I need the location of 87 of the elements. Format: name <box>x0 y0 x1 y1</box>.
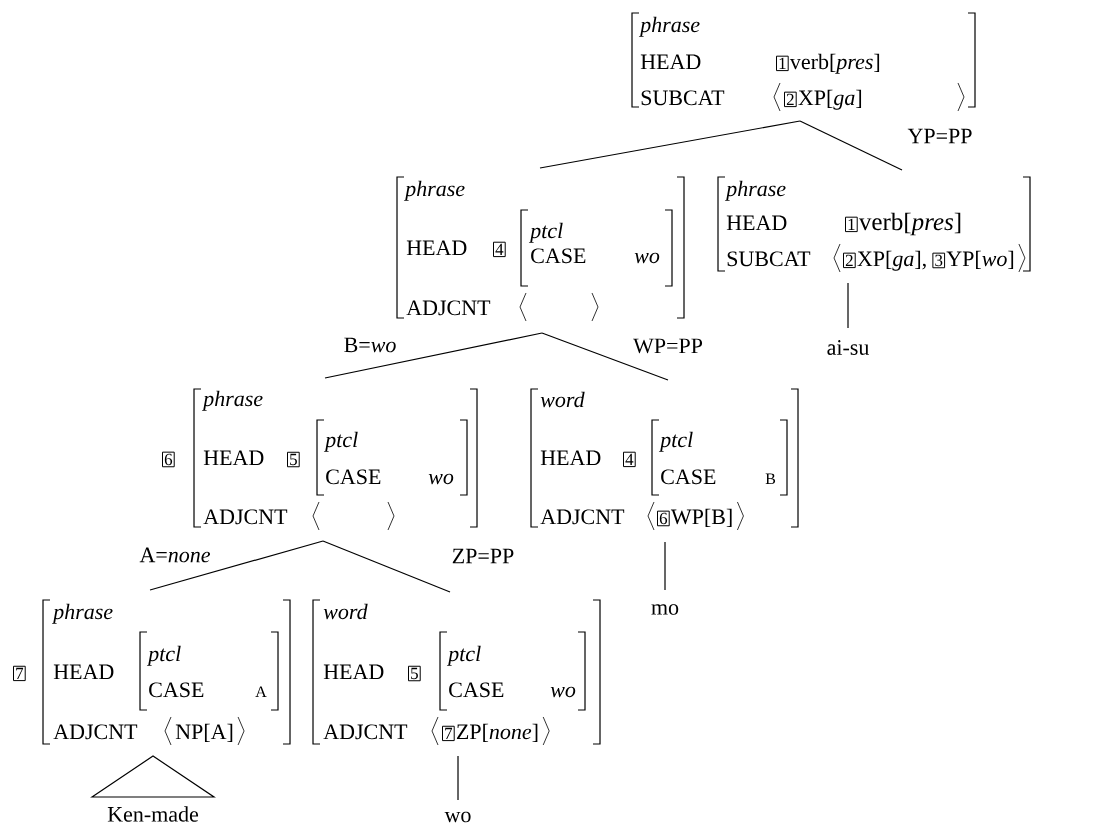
value-text: WP[B] <box>670 508 732 527</box>
branch-line <box>539 120 801 169</box>
branch-line <box>541 332 669 381</box>
feature-label: HEAD <box>640 54 701 70</box>
branch-line <box>847 282 849 329</box>
feature-structure <box>651 419 788 496</box>
value-text: wo <box>634 252 660 264</box>
feature-label: CASE <box>531 248 586 264</box>
feature-label: HEAD <box>406 240 467 256</box>
tag-box: 7 <box>13 665 26 682</box>
feature-label: SUBCAT <box>641 90 725 106</box>
type-label: ptcl <box>146 645 181 666</box>
feature-structure <box>717 176 1031 273</box>
branch-line <box>149 540 324 591</box>
feature-label: HEAD <box>726 215 787 231</box>
feature-label: HEAD <box>53 664 114 680</box>
tag-box: 6 <box>162 451 175 468</box>
type-label: ptcl <box>323 431 358 452</box>
tag-box: 5 <box>408 665 421 682</box>
value-text: YP[wo] <box>946 250 1014 269</box>
value-text: XP[ga] <box>798 89 862 110</box>
value-text: NP[A] <box>175 723 233 742</box>
type-label: phrase <box>51 603 113 624</box>
word-label: Ken-made <box>107 806 199 822</box>
feature-structure <box>530 388 799 531</box>
feature-label: CASE <box>449 682 504 698</box>
feature-structure <box>42 599 291 746</box>
feature-label: SUBCAT <box>727 251 811 267</box>
value-text: verb[pres] <box>858 212 961 236</box>
value-text: XP[ga], <box>857 250 926 271</box>
feature-label: ADJCNT <box>540 509 625 525</box>
feature-structure <box>316 419 468 496</box>
feature-label: HEAD <box>540 450 601 466</box>
branch-line <box>664 541 666 591</box>
feature-label: HEAD <box>323 664 384 680</box>
type-label: ptcl <box>658 431 693 452</box>
value-text: wo <box>428 473 454 485</box>
feature-label: CASE <box>326 469 381 485</box>
feature-structure <box>312 599 601 746</box>
type-label: phrase <box>638 16 700 37</box>
feature-label: ADJCNT <box>203 509 288 525</box>
feature-label: CASE <box>661 469 716 485</box>
branch-line <box>322 540 451 593</box>
word-label: mo <box>651 604 679 615</box>
tag-box: 1 <box>845 216 858 233</box>
feature-label: CASE <box>149 682 204 698</box>
type-label: word <box>323 603 368 620</box>
edge-label: WP=PP <box>632 337 704 355</box>
type-label: ptcl <box>528 222 563 243</box>
feature-structure <box>193 388 478 531</box>
edge-label: ZP=PP <box>450 547 516 565</box>
edge-label: B=wo <box>342 336 398 354</box>
value-text: wo <box>550 686 576 698</box>
type-label: phrase <box>201 390 263 411</box>
tag-box: 6 <box>657 510 670 527</box>
branch-line <box>324 332 543 379</box>
tag-box: 3 <box>932 252 946 269</box>
edge-label: YP=PP <box>906 127 974 145</box>
feature-structure <box>139 631 279 711</box>
type-label: word <box>540 391 585 408</box>
word-label: wo <box>444 811 471 823</box>
feature-structure <box>396 176 685 322</box>
tag-box: 2 <box>784 91 797 108</box>
word-label: ai-su <box>827 340 869 355</box>
tag-box: 1 <box>776 55 789 72</box>
tag-box: 2 <box>843 252 856 269</box>
feature-structure <box>520 209 673 287</box>
feature-label: ADJCNT <box>323 724 408 740</box>
value-text: B <box>765 473 776 485</box>
type-label: phrase <box>403 180 465 201</box>
value-text: verb[pres] <box>789 53 880 74</box>
type-label: ptcl <box>446 645 481 666</box>
edge-label: A=none <box>138 546 212 564</box>
type-label: phrase <box>724 180 786 201</box>
branch-line <box>457 755 459 801</box>
feature-label: ADJCNT <box>53 724 138 740</box>
tag-box: 7 <box>442 725 455 742</box>
feature-label: HEAD <box>203 450 264 466</box>
feature-structure <box>631 12 976 112</box>
feature-label: ADJCNT <box>406 300 491 316</box>
tag-box: 5 <box>287 451 300 468</box>
value-text: A <box>255 686 267 697</box>
value-text: ZP[none] <box>456 723 538 742</box>
tag-box: 4 <box>623 451 636 468</box>
branch-line <box>799 120 903 171</box>
tag-box: 4 <box>493 241 506 258</box>
feature-structure <box>439 631 586 711</box>
